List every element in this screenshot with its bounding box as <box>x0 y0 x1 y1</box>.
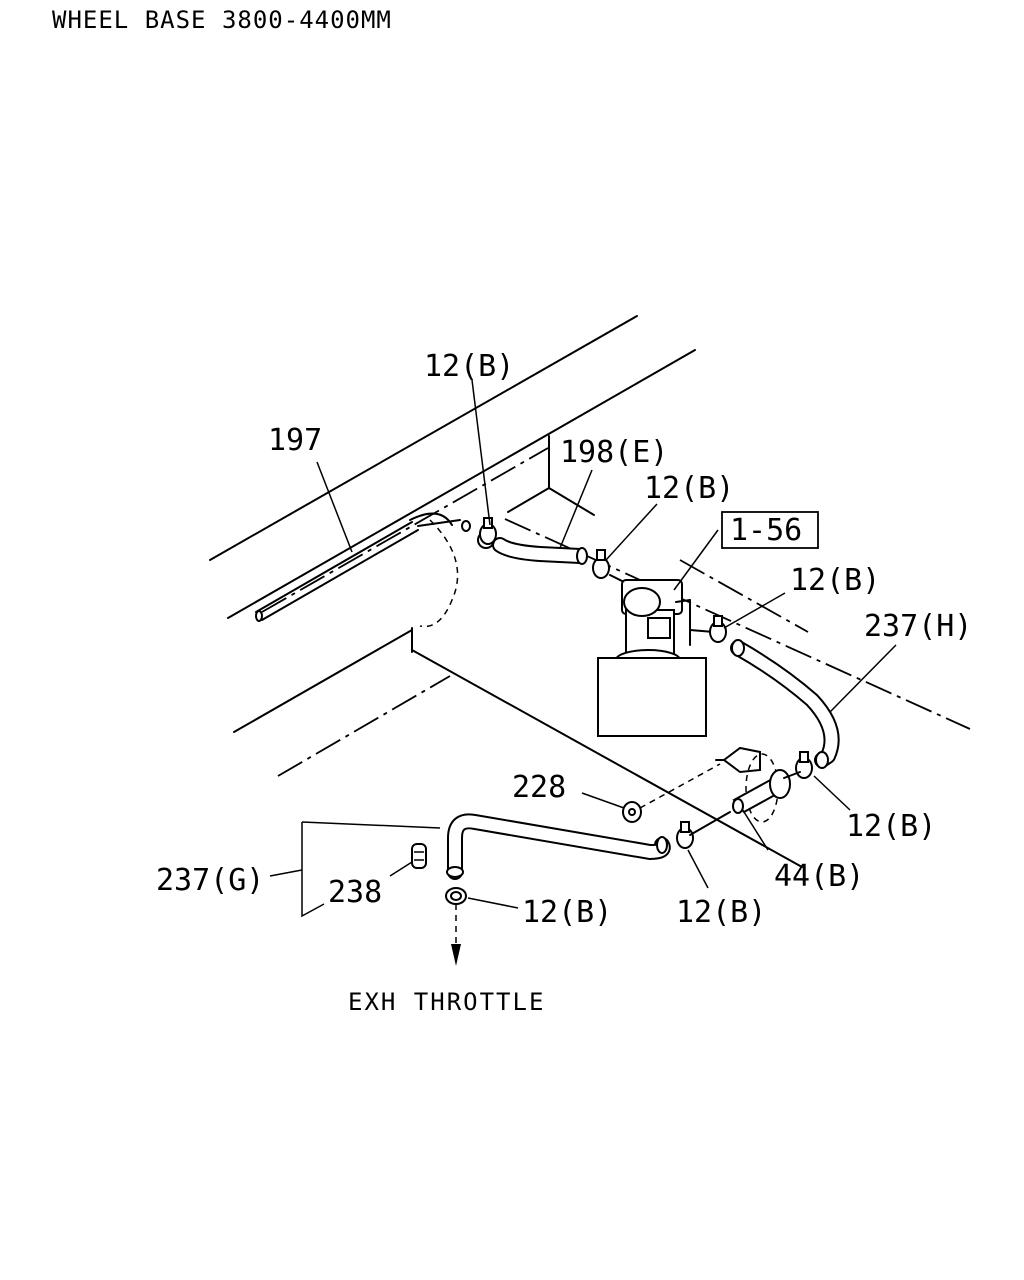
clamp-12b-bottom-mid <box>676 811 731 849</box>
direction-label: EXH THROTTLE <box>348 988 545 1016</box>
callout-237h: 237(H) <box>864 609 972 644</box>
arrow-down-icon <box>451 904 461 966</box>
clamp-12b-mid <box>592 549 610 579</box>
callout-198e: 198(E) <box>560 435 668 470</box>
hose-237g <box>446 813 671 880</box>
hose-237h <box>730 639 840 769</box>
nut-228 <box>622 763 721 823</box>
callout-44b: 44(B) <box>774 859 864 894</box>
grommet-238 <box>411 843 427 869</box>
callout-12b-lower-right: 12(B) <box>846 809 936 844</box>
pipe-197 <box>255 519 471 622</box>
clamp-12b-bottom-left <box>445 887 467 905</box>
callout-12b-bottom-mid: 12(B) <box>676 895 766 930</box>
diagram-title: WHEEL BASE 3800-4400MM <box>52 6 392 34</box>
frame-rail <box>209 315 971 868</box>
callout-12b-top: 12(B) <box>424 349 514 384</box>
callout-238: 238 <box>328 875 382 910</box>
clamp-12b-top <box>479 517 497 545</box>
callout-1-56: 1-56 <box>730 513 802 548</box>
callout-237g: 237(G) <box>156 863 264 898</box>
callout-12b-bottom-left: 12(B) <box>522 895 612 930</box>
fitting-44b <box>715 746 801 823</box>
vacuum-valve-1-56 <box>597 574 715 737</box>
clamp-12b-right <box>709 615 727 643</box>
callout-228: 228 <box>512 770 566 805</box>
callout-12b-right: 12(B) <box>790 563 880 598</box>
callout-12b-mid: 12(B) <box>644 471 734 506</box>
leader-lines <box>269 379 897 918</box>
clamp-12b-lower-right <box>795 751 813 779</box>
callout-197: 197 <box>268 423 322 458</box>
callout-1-56-box <box>721 511 819 549</box>
